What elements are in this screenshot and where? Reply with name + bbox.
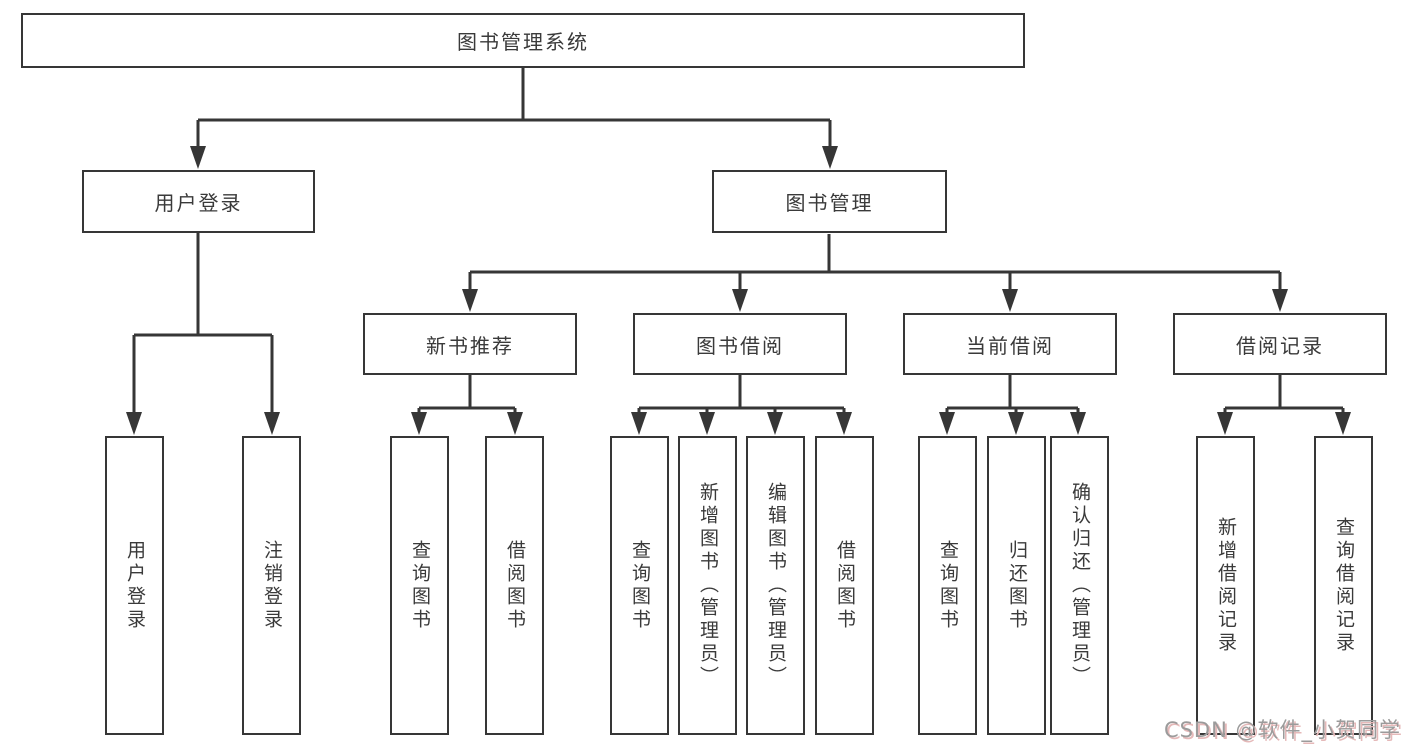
node-label: 新书推荐 [426, 333, 514, 358]
leaf-query-borrow-record: 查询借阅记录 [1314, 436, 1373, 735]
node-label: 图书管理系统 [457, 30, 589, 54]
node-label: 用户登录 [124, 539, 146, 632]
node-label: 注销登录 [261, 539, 283, 632]
csdn-watermark: CSDN @软件_小贺同学 [1163, 718, 1401, 742]
node-book-management: 图书管理 [712, 170, 947, 233]
node-label: 借阅图书 [504, 539, 526, 632]
leaf-user-login: 用户登录 [105, 436, 164, 735]
node-new-book-recommend: 新书推荐 [363, 313, 577, 375]
leaf-confirm-return-admin: 确认归还（管理员） [1050, 436, 1109, 735]
node-label: 查询图书 [629, 539, 651, 632]
leaf-add-book-admin: 新增图书（管理员） [678, 436, 737, 735]
leaf-borrow-books-1: 借阅图书 [485, 436, 544, 735]
node-user-login: 用户登录 [82, 170, 315, 233]
node-current-borrowing: 当前借阅 [903, 313, 1117, 375]
node-library-management-system: 图书管理系统 [21, 13, 1025, 68]
node-label: 当前借阅 [966, 333, 1054, 358]
node-borrowing-records: 借阅记录 [1173, 313, 1387, 375]
node-label: 图书管理 [785, 191, 874, 215]
node-label: 归还图书 [1006, 539, 1028, 632]
node-label: 编辑图书（管理员） [765, 482, 787, 689]
node-label: 查询图书 [937, 539, 959, 632]
node-label: 查询图书 [409, 539, 431, 632]
leaf-query-books-1: 查询图书 [390, 436, 449, 735]
leaf-add-borrow-record: 新增借阅记录 [1196, 436, 1255, 735]
node-label: 借阅图书 [834, 539, 856, 632]
leaf-logout: 注销登录 [242, 436, 301, 735]
leaf-query-books-2: 查询图书 [610, 436, 669, 735]
node-label: 新增图书（管理员） [697, 482, 719, 689]
node-label: 借阅记录 [1236, 333, 1324, 358]
leaf-edit-book-admin: 编辑图书（管理员） [746, 436, 805, 735]
node-label: 图书借阅 [696, 333, 784, 358]
leaf-return-book: 归还图书 [987, 436, 1046, 735]
leaf-query-books-3: 查询图书 [918, 436, 977, 735]
leaf-borrow-books-2: 借阅图书 [815, 436, 874, 735]
node-book-borrowing: 图书借阅 [633, 313, 847, 375]
node-label: 新增借阅记录 [1215, 516, 1237, 655]
node-label: 查询借阅记录 [1333, 516, 1355, 655]
node-label: 用户登录 [154, 191, 243, 215]
node-label: 确认归还（管理员） [1069, 482, 1091, 689]
